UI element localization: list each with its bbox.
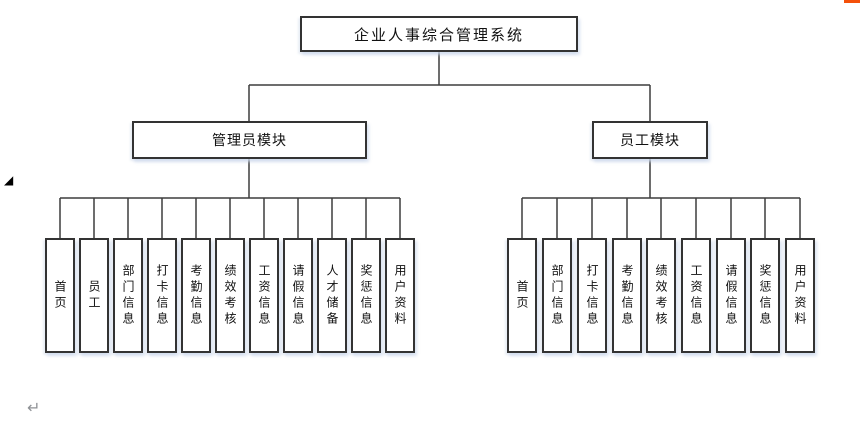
- leaf-node-admin-leave: 请假信息: [283, 238, 313, 353]
- leaf-label: 首页: [515, 279, 529, 312]
- leaf-label: 工资信息: [257, 263, 271, 328]
- leaf-label: 用户资料: [393, 263, 407, 328]
- top-right-accent-strip: [844, 0, 860, 3]
- leaf-node-emp-salary: 工资信息: [681, 238, 711, 353]
- leaf-label: 考勤信息: [189, 263, 203, 328]
- leaf-label: 请假信息: [291, 263, 305, 328]
- leaf-node-admin-talent: 人才储备: [317, 238, 347, 353]
- leaf-node-emp-rewards: 奖惩信息: [750, 238, 780, 353]
- root-node-label: 企业人事综合管理系统: [353, 27, 524, 44]
- leaf-node-admin-attendance: 考勤信息: [181, 238, 211, 353]
- leaf-label: 奖惩信息: [359, 263, 373, 328]
- leaf-node-admin-home: 首页: [45, 238, 75, 353]
- leaf-label: 打卡信息: [155, 263, 169, 328]
- leaf-label: 打卡信息: [585, 263, 599, 328]
- leaf-node-emp-clockin: 打卡信息: [577, 238, 607, 353]
- leaf-node-emp-profile: 用户资料: [785, 238, 815, 353]
- leaf-label: 绩效考核: [223, 263, 237, 328]
- leaf-node-admin-department: 部门信息: [113, 238, 143, 353]
- leaf-node-admin-rewards: 奖惩信息: [351, 238, 381, 353]
- employee-module-node: 员工模块: [592, 121, 708, 159]
- leaf-label: 员工: [87, 279, 101, 312]
- leaf-label: 工资信息: [689, 263, 703, 328]
- paragraph-return-mark: ↵: [27, 398, 41, 417]
- leaf-label: 首页: [53, 279, 67, 312]
- employee-module-label: 员工模块: [620, 134, 680, 149]
- leaf-node-emp-home: 首页: [507, 238, 537, 353]
- leaf-node-admin-clockin: 打卡信息: [147, 238, 177, 353]
- leaf-node-emp-performance: 绩效考核: [646, 238, 676, 353]
- leaf-label: 人才储备: [325, 263, 339, 328]
- leaf-label: 奖惩信息: [758, 263, 772, 328]
- leaf-node-emp-department: 部门信息: [542, 238, 572, 353]
- leaf-label: 用户资料: [793, 263, 807, 328]
- admin-module-node: 管理员模块: [132, 121, 367, 159]
- leaf-label: 请假信息: [724, 263, 738, 328]
- root-node: 企业人事综合管理系统: [300, 16, 578, 52]
- leaf-label: 考勤信息: [620, 263, 634, 328]
- leaf-label: 绩效考核: [654, 263, 668, 328]
- leaf-label: 部门信息: [550, 263, 564, 328]
- corner-triangle-icon: ◢: [4, 173, 14, 187]
- leaf-node-admin-profile: 用户资料: [385, 238, 415, 353]
- leaf-node-admin-employee: 员工: [79, 238, 109, 353]
- leaf-node-admin-salary: 工资信息: [249, 238, 279, 353]
- leaf-node-admin-performance: 绩效考核: [215, 238, 245, 353]
- leaf-node-emp-leave: 请假信息: [716, 238, 746, 353]
- admin-module-label: 管理员模块: [212, 134, 287, 149]
- leaf-node-emp-attendance: 考勤信息: [612, 238, 642, 353]
- leaf-label: 部门信息: [121, 263, 135, 328]
